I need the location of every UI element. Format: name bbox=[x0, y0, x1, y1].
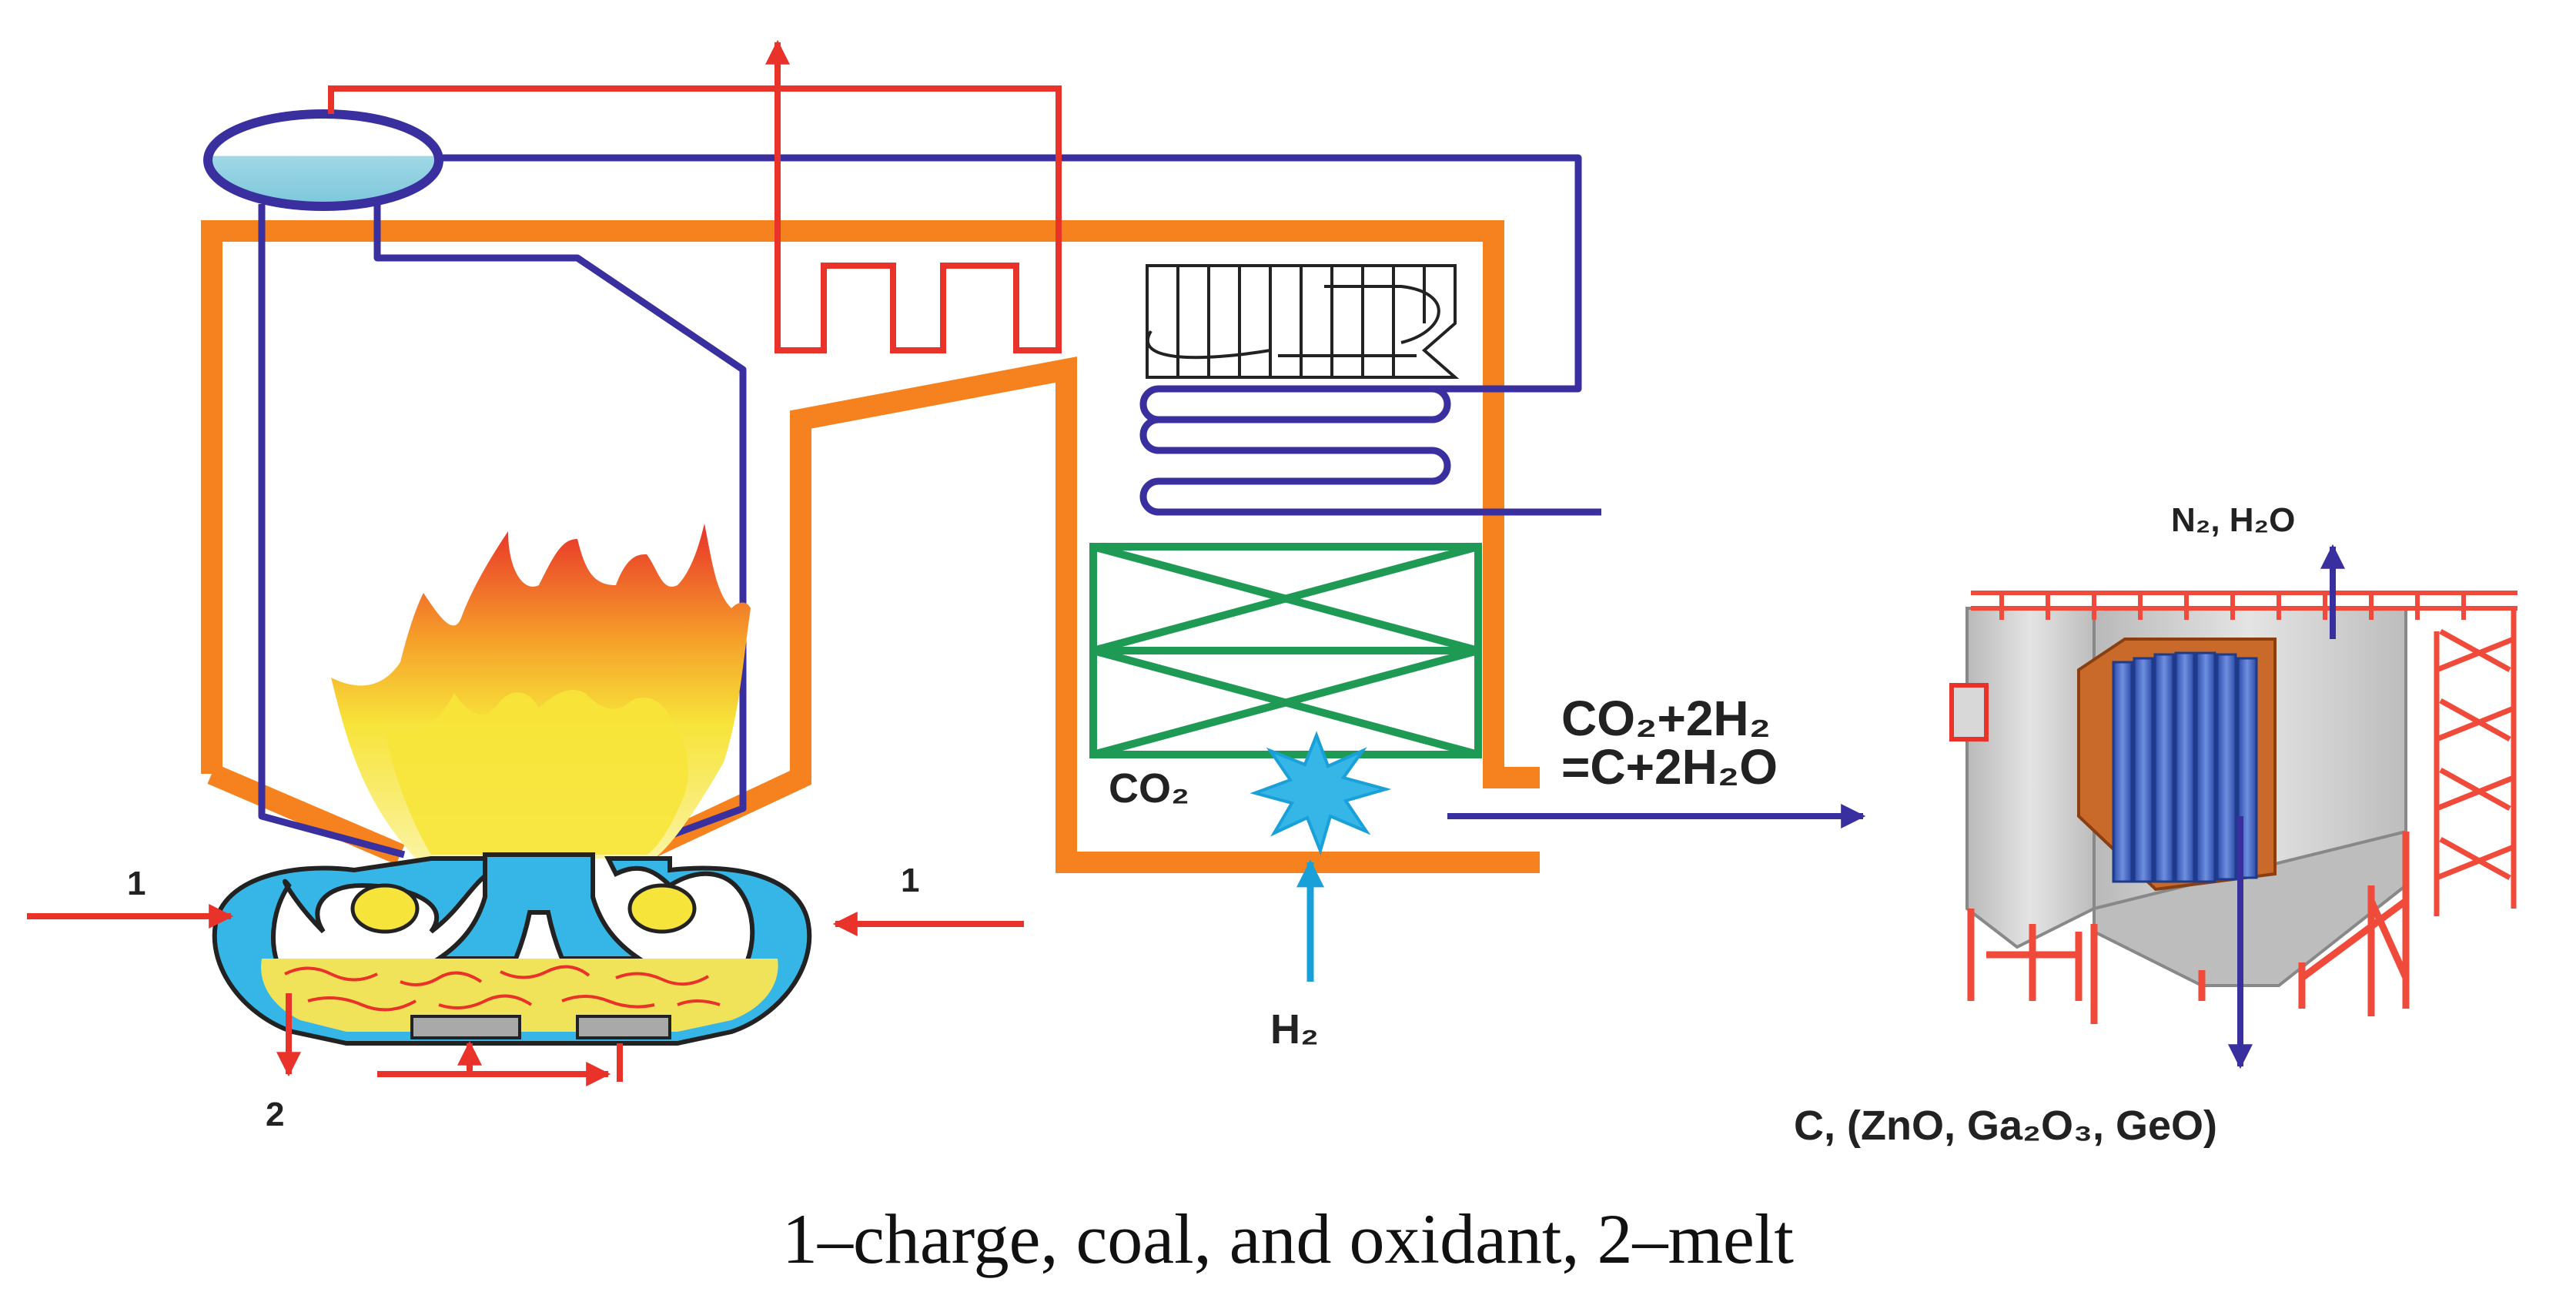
riser-right bbox=[373, 204, 747, 862]
label-exhaust: N₂, H₂O bbox=[2171, 501, 2295, 539]
smelting-vessel bbox=[212, 852, 812, 1046]
label-product: C, (ZnO, Ga₂O₃, GeO) bbox=[1794, 1103, 2217, 1149]
steam-circuit bbox=[328, 39, 1062, 353]
feed-arrows bbox=[27, 904, 1024, 1086]
figure-caption: 1–charge, coal, and oxidant, 2–melt bbox=[782, 1200, 1794, 1278]
downcomer-left bbox=[258, 204, 406, 859]
furnace-casing-left-hopper bbox=[207, 764, 405, 865]
furnace-casing-left bbox=[201, 220, 1540, 788]
air-heater-swirl bbox=[1146, 330, 1271, 360]
filter-cartridges bbox=[2112, 651, 2258, 883]
gas-pass-inner-wall bbox=[615, 356, 1540, 873]
label-reaction-line2: =C+2H₂O bbox=[1561, 739, 1778, 795]
tuyere-right bbox=[627, 883, 697, 934]
filter-roof-rail bbox=[1971, 591, 2517, 620]
bag-filter bbox=[1949, 591, 2517, 1024]
filter-inlet-port bbox=[1949, 683, 1989, 741]
tuyere-left bbox=[350, 883, 420, 934]
melt-bath bbox=[261, 959, 778, 1032]
economizer-coil-start bbox=[1139, 385, 1301, 423]
water-circuit bbox=[258, 154, 1601, 862]
filter-stairway bbox=[2434, 608, 2517, 916]
vessel-body bbox=[212, 856, 812, 1046]
label-reaction-line1: CO₂+2H₂ bbox=[1561, 691, 1771, 746]
superheater-inlet bbox=[328, 85, 1062, 353]
air-heater bbox=[1146, 264, 1460, 379]
catalyst-block bbox=[1089, 543, 1482, 758]
label-h2: H₂ bbox=[1270, 1006, 1319, 1053]
flame bbox=[331, 524, 751, 859]
co2-burst bbox=[1250, 731, 1392, 856]
tap-block-right bbox=[576, 1015, 671, 1039]
label-feed-right: 1 bbox=[901, 862, 919, 899]
economizer-coil bbox=[1139, 385, 1601, 516]
label-melt: 2 bbox=[266, 1096, 284, 1133]
label-co2: CO₂ bbox=[1109, 765, 1189, 812]
catalyst-block-lower bbox=[1089, 647, 1482, 758]
label-feed-left: 1 bbox=[127, 865, 146, 902]
steam-drum bbox=[203, 109, 443, 211]
vessel-chimney bbox=[431, 852, 647, 961]
filter-support-frame bbox=[1967, 832, 2410, 1024]
boiler-casing bbox=[201, 220, 1540, 873]
filter-inlet-hood bbox=[1965, 607, 2096, 949]
flame-inner bbox=[385, 690, 688, 855]
air-heater-swirl-top bbox=[1324, 285, 1440, 344]
melt-streaks bbox=[284, 965, 721, 1012]
tap-block-left bbox=[410, 1015, 521, 1039]
